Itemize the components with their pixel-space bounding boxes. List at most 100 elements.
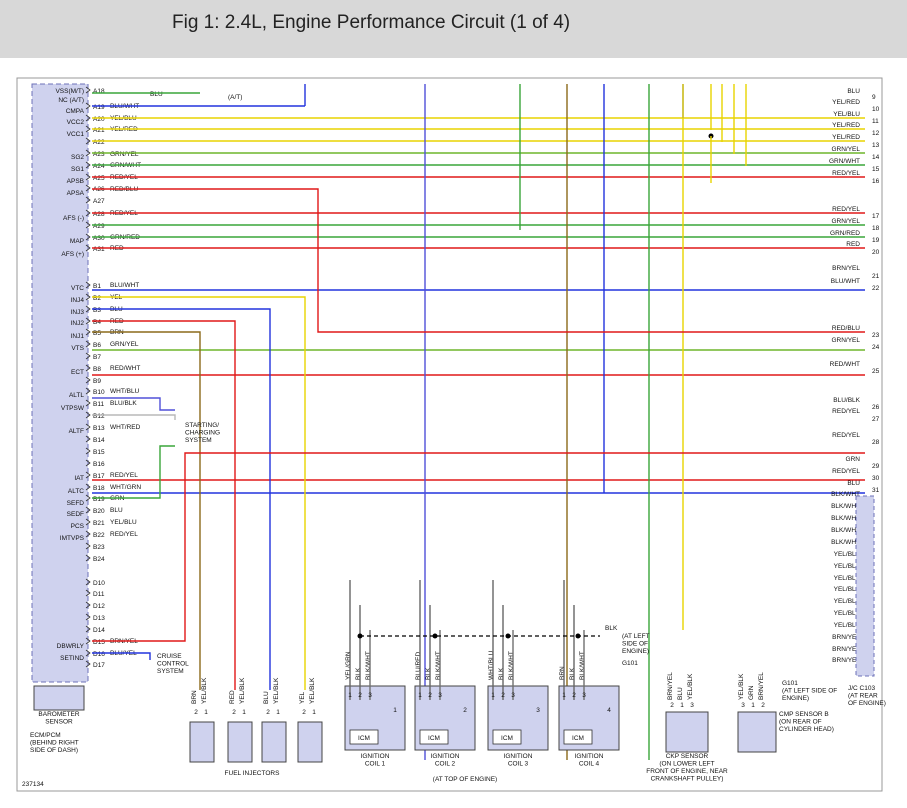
coil-wire-label: YEL/GRN [345, 651, 352, 680]
coil-pin: 1 [562, 692, 566, 699]
coil-pin: 1 [418, 692, 422, 699]
wire-number: 13 [872, 142, 880, 149]
coil-pin: 3 [438, 692, 442, 699]
right-wire-label: BLU [847, 88, 860, 95]
signal-label: AFS (-) [63, 215, 84, 222]
cmp-wire-label: YEL/BLK [738, 673, 745, 700]
wire-inj3 [92, 308, 271, 690]
pin-A22: A22 [93, 139, 105, 146]
injector-wire-label: YEL/BLK [309, 677, 316, 704]
coil-wire-label: BLK [498, 667, 505, 680]
pin-A31: A31 [93, 246, 105, 253]
pin-arrow [85, 578, 91, 586]
coil-wire-label: BLK/WHT [508, 651, 515, 680]
wire-color-label: BLU/WHT [110, 282, 139, 289]
ckp-pin: 1 [680, 702, 684, 709]
signal-label: INJ1 [71, 333, 85, 340]
signal-label: INJ3 [71, 309, 85, 316]
pin-A18: A18 [93, 88, 105, 95]
right-wire-label: YEL/RED [832, 99, 860, 106]
injector-pin: 1 [276, 709, 280, 716]
right-wire-label: RED/YEL [832, 206, 860, 213]
signal-label: PCS [71, 523, 85, 530]
pin-B15: B15 [93, 449, 105, 456]
coil-pin: 1 [491, 692, 495, 699]
pin-arrow [85, 494, 91, 502]
injector-pin: 1 [242, 709, 246, 716]
pin-A25: A25 [93, 175, 105, 182]
right-wire-label: BRN/YEL [832, 634, 860, 641]
wire-color-label: WHT/RED [110, 424, 141, 431]
signal-label: VSS(M/T) [55, 88, 84, 95]
right-wire-label: YEL/RED [832, 134, 860, 141]
right-wire-label: BLU [847, 480, 860, 487]
right-wire-label: GRN/YEL [831, 146, 860, 153]
wire-number: 10 [872, 106, 880, 113]
signal-label: INJ2 [71, 320, 85, 327]
signal-label: DBWRLY [57, 643, 85, 650]
figure-id: 237134 [22, 781, 44, 788]
pin-A19: A19 [93, 104, 105, 111]
coil-pin: 3 [368, 692, 372, 699]
right-wire-label: BLK/WHT [831, 527, 860, 534]
injector-pin: 1 [204, 709, 208, 716]
pin-arrow [85, 161, 91, 169]
signal-label: SEFD [67, 500, 85, 507]
pin-B20: B20 [93, 508, 105, 515]
signal-label: ECT [71, 369, 84, 376]
wire-color-label: RED/YEL [110, 531, 138, 538]
coil-wire-label: BLK/WHT [579, 651, 586, 680]
coil-wire-label: BLK [425, 667, 432, 680]
pin-arrow [85, 518, 91, 526]
splice-dot [357, 633, 363, 639]
pin-arrow [85, 530, 91, 538]
wire-color-label: GRN/YEL [110, 341, 139, 348]
ground-id: G101 [622, 660, 638, 667]
signal-label: VTPSW [61, 405, 85, 412]
pin-arrow [85, 102, 91, 110]
injector-wire-label: YEL/BLK [239, 677, 246, 704]
wire-number: 21 [872, 273, 880, 280]
top-of-engine-label: (AT TOP OF ENGINE) [433, 776, 497, 783]
pin-A27: A27 [93, 198, 105, 205]
injector-pin: 2 [266, 709, 270, 716]
pin-arrow [85, 459, 91, 467]
coil-number: 2 [463, 707, 467, 714]
wire-color-label: YEL/BLU [110, 519, 137, 526]
right-wire-label: BLU/BLK [833, 397, 860, 404]
pin-arrow [85, 376, 91, 384]
pin-A30: A30 [93, 235, 105, 242]
injector-pin: 2 [194, 709, 198, 716]
signal-label: VTC [71, 285, 84, 292]
right-wire-label: GRN/WHT [829, 158, 860, 165]
wire-number: 17 [872, 213, 880, 220]
right-wire-label: YEL/RED [832, 122, 860, 129]
wire-number: 20 [872, 249, 880, 256]
signal-label: ALTC [68, 488, 84, 495]
junction-connector [855, 495, 875, 677]
fuel-injector-4 [297, 721, 323, 763]
wire-color-label: BLU/BLK [110, 400, 137, 407]
wire-number: 28 [872, 439, 880, 446]
pin-arrow [85, 660, 91, 668]
right-wire-label: BRN/YEL [832, 265, 860, 272]
pin-arrow [85, 86, 91, 94]
pin-D17: D17 [93, 662, 105, 669]
ecm-module [31, 83, 89, 683]
coil-wire-label: BLK [355, 667, 362, 680]
wire-inj1 [92, 331, 201, 690]
fuel-injectors-label: FUEL INJECTORS [225, 770, 281, 777]
pin-D11: D11 [93, 591, 105, 598]
pin-arrow [85, 209, 91, 217]
icm-box [492, 729, 522, 745]
pin-B18: B18 [93, 485, 105, 492]
pin-B5: B5 [93, 330, 101, 337]
pin-arrow [85, 114, 91, 122]
right-wire-label: RED/YEL [832, 170, 860, 177]
pin-B12: B12 [93, 413, 105, 420]
signal-label: ALTL [69, 392, 84, 399]
